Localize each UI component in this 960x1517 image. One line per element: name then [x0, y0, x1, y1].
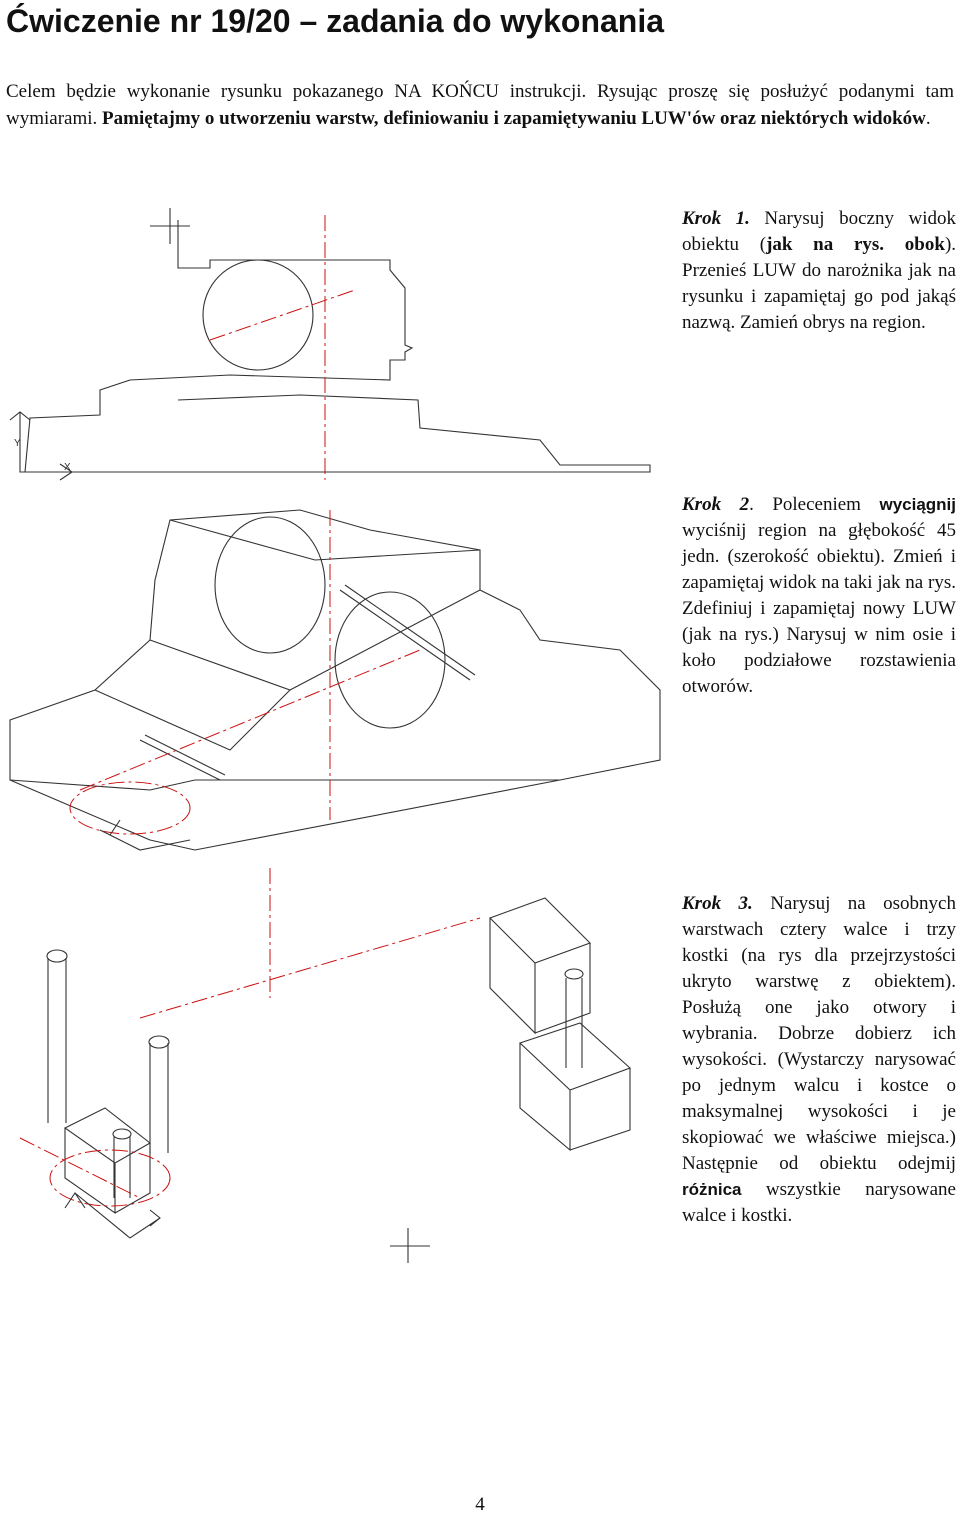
- step-1-text-part1: Narysuj boczny widok obiektu (: [682, 208, 956, 255]
- side-view-drawing: Y X: [9, 208, 651, 481]
- cylinder-left-3-top: [112, 1128, 132, 1140]
- extruded-outline: [9, 509, 661, 851]
- extruded-edge-step: [94, 689, 291, 751]
- figure-extruded-view: [0, 490, 675, 860]
- step-2-command: wyciągnij: [879, 495, 956, 514]
- ucs-icon: [9, 411, 73, 481]
- pitch-circle: [69, 781, 191, 835]
- page-title: Ćwiczenie nr 19/20 – zadania do wykonani…: [6, 3, 665, 39]
- step-3-paragraph: Krok 3. Narysuj na osobnych warstwach cz…: [682, 891, 956, 1229]
- side-view-outline: [24, 220, 651, 473]
- step-3-command: różnica: [682, 1180, 742, 1199]
- step-3-text-part2: wszystkie narysowane walce i kostki.: [682, 1179, 956, 1226]
- extruded-hole-front: [334, 591, 446, 729]
- axis-diagonal: [79, 649, 421, 791]
- step-1-label: Krok 1.: [682, 208, 750, 229]
- intro-text: Celem będzie wykonanie rysunku pokazaneg…: [6, 81, 954, 129]
- page-number: 4: [475, 1494, 485, 1515]
- cylinder-left-1: [47, 958, 67, 1123]
- pitch-circle: [49, 1149, 171, 1207]
- extruded-view-drawing: [9, 509, 661, 851]
- step-2-label: Krok 2: [682, 494, 750, 515]
- step-3-label: Krok 3.: [682, 893, 753, 914]
- intro-end: .: [925, 108, 931, 129]
- side-view-hole: [202, 259, 314, 371]
- cylinder-left-3: [113, 1136, 131, 1198]
- extruded-slot: [139, 584, 476, 781]
- figure-cylinders-boxes: [0, 868, 675, 1268]
- cylinders-boxes-drawing: [19, 868, 632, 1263]
- figure-side-view: Y X: [0, 200, 675, 490]
- step-1-text-part2: ). Przenieś LUW do narożnika jak na rysu…: [682, 234, 957, 333]
- intro-paragraph: Celem będzie wykonanie rysunku pokazaneg…: [6, 78, 954, 132]
- extruded-hole-back: [214, 516, 326, 654]
- axis-diagonal-long: [139, 917, 481, 1019]
- box-bottom: [518, 1022, 632, 1152]
- step-2-paragraph: Krok 2. Poleceniem wyciągnij wyciśnij re…: [682, 492, 956, 700]
- cylinder-right: [565, 978, 583, 1068]
- extruded-edge-front: [9, 779, 560, 791]
- step-1-paragraph: Krok 1. Narysuj boczny widok obiektu (ja…: [682, 206, 956, 336]
- extruded-edge-top: [149, 589, 481, 691]
- ucs-icon: [64, 1192, 161, 1239]
- intro-bold-text: Pamiętajmy o utworzeniu warstw, definiow…: [102, 108, 926, 129]
- cylinder-right-top: [564, 968, 584, 980]
- cylinder-left-2: [149, 1043, 169, 1153]
- ucs-x-label: X: [64, 462, 71, 473]
- extruded-edge-back: [169, 519, 481, 561]
- step-2-text-part2: wyciśnij region na głębokość 45 jedn. (s…: [682, 520, 956, 697]
- ucs-icon: [99, 819, 191, 851]
- axis-left-ray: [19, 1137, 141, 1199]
- axis-diagonal: [209, 289, 356, 341]
- ucs-y-label: Y: [14, 438, 21, 449]
- box-top: [489, 897, 591, 1035]
- cylinder-left-1-top: [46, 949, 68, 963]
- cylinder-left-2-top: [148, 1035, 170, 1049]
- step-3-text-part1: Narysuj na osobnych warstwach cztery wal…: [682, 893, 956, 1174]
- step-2-text-part1: . Poleceniem: [749, 494, 880, 515]
- step-1-bold: jak na rys. obok: [766, 234, 945, 255]
